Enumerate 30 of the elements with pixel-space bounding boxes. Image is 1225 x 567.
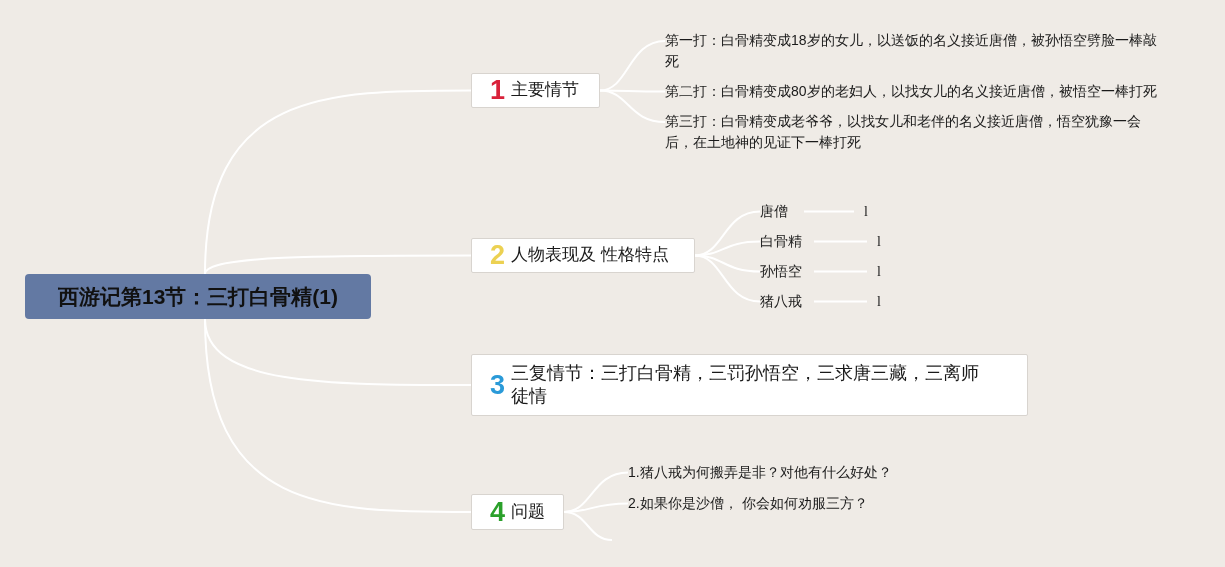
branch-line (599, 40, 666, 92)
topic-label: 人物表现及 性格特点 (511, 244, 669, 267)
branch-text: 1.猪八戒为何搬弄是非？对他有什么好处？ (628, 462, 928, 483)
topic-box (471, 494, 564, 530)
topic-number: 1 (490, 77, 506, 104)
branch-text: 第三打：白骨精变成老爷爷，以找女儿和老伴的名义接近唐僧，悟空犹豫一会后，在土地神的见证下一棒打死 (665, 111, 1165, 153)
branch-text: l (877, 231, 889, 252)
branch-text: l (877, 261, 889, 282)
topic-number: 4 (490, 498, 506, 526)
branch-text: l (877, 291, 889, 312)
branch-line (204, 89, 472, 275)
branch-text: 唐僧 (760, 201, 800, 222)
branch-line (204, 254, 472, 275)
branch-text: 白骨精 (760, 231, 810, 252)
branch-text: 猪八戒 (760, 291, 810, 312)
topic-label: 问题 (511, 500, 546, 523)
topic-box (471, 238, 695, 273)
topic-number: 3 (490, 371, 506, 399)
topic-box (471, 73, 600, 108)
branch-text: 第二打：白骨精变成80岁的老妇人，以找女儿的名义接近唐僧，被悟空一棒打死 (665, 81, 1165, 102)
topic-label: 三复情节：三打白骨精，三罚孙悟空，三求唐三藏，三离师徒情 (511, 361, 981, 408)
branch-text: 2.如果你是沙僧， 你会如何劝服三方？ (628, 493, 928, 514)
branch-text: l (864, 201, 876, 222)
central-topic-box: 西游记第13节：三打白骨精(1) (25, 274, 371, 319)
topic-number: 2 (490, 242, 506, 269)
branch-line (599, 89, 666, 123)
branch-text: 第一打：白骨精变成18岁的女儿，以送饭的名义接近唐僧，被孙悟空劈脸一棒敲死 (665, 30, 1165, 72)
topic-box (471, 354, 1028, 416)
topic-label: 主要情节 (511, 79, 580, 102)
branch-text: 孙悟空 (760, 261, 810, 282)
